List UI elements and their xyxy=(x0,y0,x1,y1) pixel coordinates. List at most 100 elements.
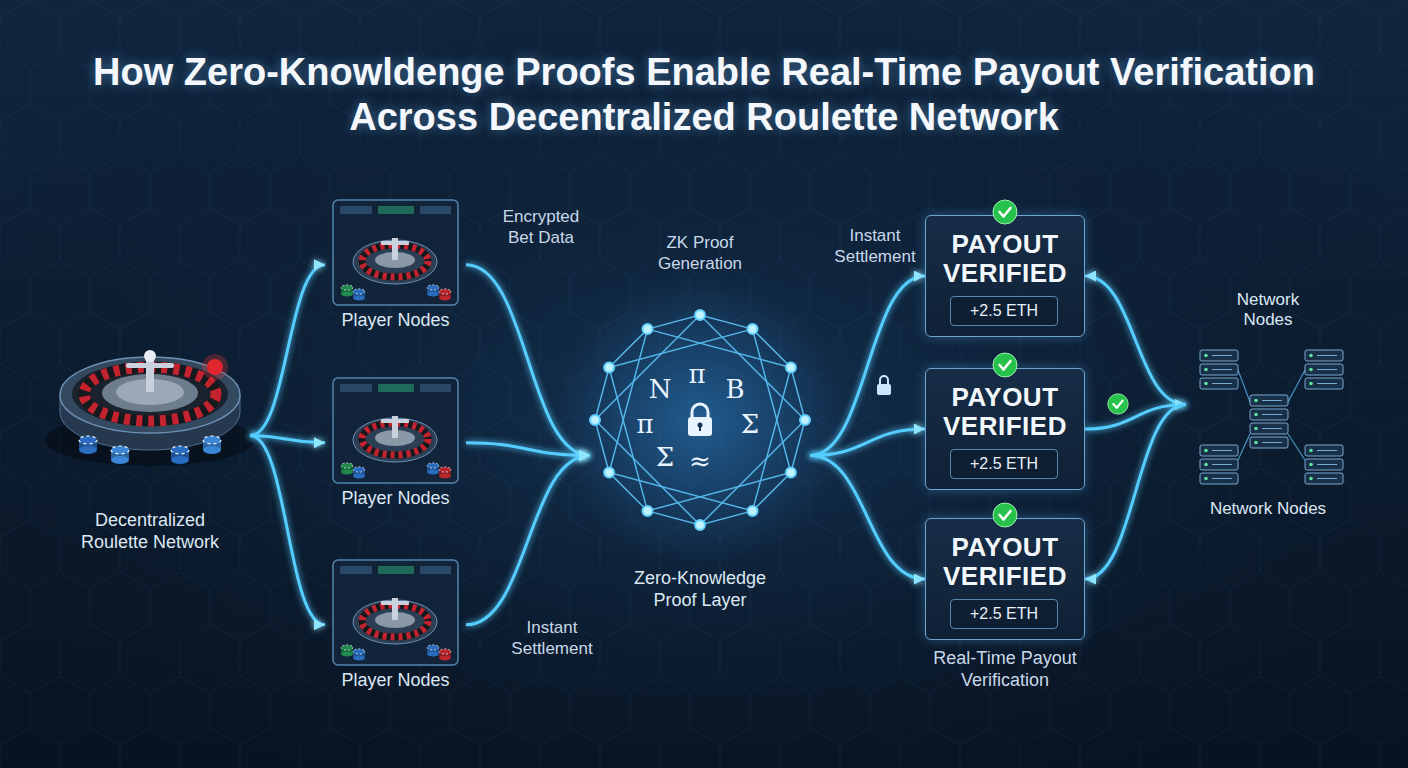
math-symbol: π xyxy=(628,409,662,440)
annotation-wrap: Real-Time Payout Verification xyxy=(910,648,1100,692)
payout-heading: PAYOUT VERIFIED xyxy=(934,533,1076,590)
zk-hub-illustration xyxy=(786,468,796,478)
connector xyxy=(466,456,590,625)
connector xyxy=(810,429,925,456)
check-mark xyxy=(993,200,1017,224)
annotation: Instant Settlement xyxy=(828,226,923,267)
roulette-illustration xyxy=(144,350,156,362)
zk-hub-illustration xyxy=(748,506,758,516)
annotation: Instant Settlement xyxy=(505,618,600,659)
annotation: ZK Proof Generation xyxy=(640,233,760,274)
server-cluster-illustration xyxy=(1250,395,1288,406)
payout-heading: PAYOUT VERIFIED xyxy=(934,383,1076,440)
zk-hub-illustration xyxy=(595,315,805,525)
zk-hub-illustration xyxy=(695,310,705,320)
eth-amount-box: +2.5 ETH xyxy=(950,296,1058,326)
connector xyxy=(250,265,325,436)
zk-hub-illustration xyxy=(688,417,712,436)
node-label: Decentralized Roulette Network xyxy=(75,510,225,553)
server-cluster-illustration xyxy=(1200,378,1238,389)
roulette-illustration xyxy=(111,446,129,464)
server-cluster-illustration xyxy=(1288,370,1305,402)
zk-hub-illustration xyxy=(595,315,805,525)
roulette-illustration xyxy=(45,350,255,466)
math-symbol: B xyxy=(718,374,752,405)
zk-hub-illustration xyxy=(643,506,653,516)
roulette-illustration xyxy=(171,446,189,464)
roulette-illustration xyxy=(207,359,223,375)
annotation: Real-Time Payout Verification xyxy=(910,648,1100,692)
node-label: Network Nodes xyxy=(1223,290,1313,331)
small-lock-icon xyxy=(880,376,888,384)
payout-heading: PAYOUT VERIFIED xyxy=(934,230,1076,287)
math-symbol: Σ xyxy=(733,409,767,440)
server-cluster-illustration xyxy=(1305,459,1343,470)
node-label: Player Nodes xyxy=(341,310,449,332)
player-node: Player Nodes xyxy=(325,376,466,510)
server-cluster-illustration xyxy=(1200,350,1343,484)
connector xyxy=(810,456,925,579)
server-cluster-illustration xyxy=(1238,434,1250,460)
title-wrap: How Zero-Knowldenge Proofs Enable Real-T… xyxy=(84,50,1324,140)
roulette-illustration xyxy=(60,357,240,433)
math-symbol: N xyxy=(643,374,677,405)
small-lock-icon xyxy=(877,384,891,395)
math-symbol: π xyxy=(680,359,714,390)
eth-amount-box: +2.5 ETH xyxy=(950,449,1058,479)
server-cluster-illustration xyxy=(1305,364,1343,375)
zk-hub-illustration xyxy=(555,275,845,565)
node-label: Player Nodes xyxy=(341,670,449,692)
zk-hub-illustration xyxy=(643,324,653,334)
player-panel-illustrations xyxy=(333,200,458,665)
small-lock-icon xyxy=(877,376,891,395)
eth-amount: +2.5 ETH xyxy=(970,605,1038,623)
connector xyxy=(1085,405,1186,579)
server-cluster-illustration xyxy=(1288,434,1305,460)
connector xyxy=(466,265,590,456)
annotation: Encrypted Bet Data xyxy=(491,207,591,248)
math-symbol-wrap: Σ xyxy=(733,409,767,440)
annotation-wrap: Instant Settlement xyxy=(505,618,600,659)
zk-hub-illustration xyxy=(590,310,810,530)
player-panel-illustrations xyxy=(333,200,458,305)
check-mark xyxy=(1108,394,1128,414)
server-cluster-illustration xyxy=(1305,350,1343,361)
math-symbol-wrap: B xyxy=(718,374,752,405)
check-mark xyxy=(993,503,1017,527)
zk-hub-illustration xyxy=(695,520,705,530)
server-cluster-illustration xyxy=(1200,350,1238,361)
zk-hub-illustration xyxy=(692,404,708,418)
zk-hub-illustration xyxy=(699,425,701,431)
zk-hub-illustration xyxy=(609,329,791,511)
server-cluster-illustration xyxy=(1200,364,1238,375)
title: How Zero-Knowldenge Proofs Enable Real-T… xyxy=(84,50,1324,140)
server-cluster-illustration xyxy=(1200,459,1238,470)
payout-box: PAYOUT VERIFIED +2.5 ETH xyxy=(925,215,1085,337)
player-panel-illustrations xyxy=(333,378,458,483)
connector xyxy=(1085,276,1186,405)
player-node: Player Nodes xyxy=(325,558,466,692)
connector xyxy=(1085,405,1186,429)
math-symbol-wrap: Σ xyxy=(648,442,682,473)
connector xyxy=(810,276,925,456)
eth-amount-box: +2.5 ETH xyxy=(950,599,1058,629)
payout-box: PAYOUT VERIFIED +2.5 ETH xyxy=(925,518,1085,640)
check-mark xyxy=(993,353,1017,377)
eth-amount: +2.5 ETH xyxy=(970,455,1038,473)
server-cluster-illustration xyxy=(1305,378,1343,389)
server-cluster-illustration xyxy=(1305,473,1343,484)
roulette-illustration xyxy=(79,436,97,454)
server-cluster-illustration xyxy=(1305,445,1343,456)
server-cluster-illustration xyxy=(1238,370,1305,460)
zk-hub-illustration xyxy=(800,415,810,425)
annotation-wrap: Instant Settlement xyxy=(828,226,923,267)
server-cluster-illustration xyxy=(1200,445,1238,456)
math-symbol-wrap: π xyxy=(680,359,714,390)
zk-hub-illustration xyxy=(609,329,791,511)
annotation-wrap: ZK Proof Generation xyxy=(640,233,760,274)
connector xyxy=(466,443,590,456)
connector xyxy=(250,436,325,625)
roulette-illustration xyxy=(203,436,221,454)
